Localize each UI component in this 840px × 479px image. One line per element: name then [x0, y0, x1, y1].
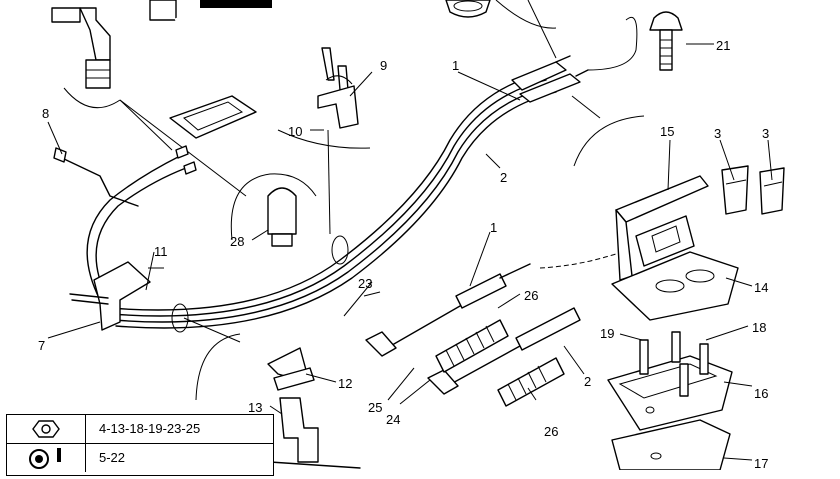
callout-25: 25 [368, 400, 382, 415]
clips-3 [721, 165, 785, 215]
callout-11: 11 [154, 244, 168, 259]
callout-8: 8 [42, 106, 49, 121]
fastener-legend: 4-13-18-19-23-25 5-22 [6, 414, 274, 476]
callout-1a: 1 [452, 58, 459, 73]
callout-12: 12 [338, 376, 352, 391]
callout-23: 23 [358, 276, 372, 291]
detail-arcs [63, 0, 645, 401]
callout-9: 9 [380, 58, 387, 73]
callout-24: 24 [386, 412, 400, 427]
cable-clamps [171, 235, 349, 333]
callout-26b: 26 [544, 424, 558, 439]
bolt-21 [649, 11, 683, 71]
legend-row1-text: 4-13-18-19-23-25 [99, 421, 201, 436]
callout-14: 14 [754, 280, 768, 295]
cap-28 [267, 187, 297, 247]
hex-nut-icon [7, 415, 86, 443]
legend-row2-text: 5-22 [99, 450, 126, 465]
callout-2b: 2 [584, 374, 591, 389]
washer-icon [7, 444, 86, 472]
callout-10: 10 [288, 124, 302, 139]
callout-labels: 1 1 2 2 3 3 7 8 9 10 11 12 13 14 15 16 1… [38, 38, 769, 470]
bracket-12 [267, 347, 361, 469]
callout-15: 15 [660, 124, 674, 139]
legend-row-washer: 5-22 [7, 444, 273, 472]
bracket-7 [69, 261, 151, 331]
elbow-fitting [51, 7, 111, 89]
control-knob [445, 0, 491, 18]
callout-3b: 3 [762, 126, 769, 141]
lower-cables [365, 251, 623, 395]
spring-26-lower [497, 357, 565, 407]
spring-26-upper [435, 319, 509, 373]
callout-19: 19 [600, 326, 614, 341]
callout-3a: 3 [714, 126, 721, 141]
callout-21: 21 [716, 38, 730, 53]
leader-lines [47, 43, 773, 461]
bracket-16 [607, 355, 733, 431]
studs [639, 331, 709, 397]
plate-14 [611, 251, 739, 321]
callout-13: 13 [248, 400, 262, 415]
callout-2a: 2 [500, 170, 507, 185]
clip-9 [317, 47, 359, 129]
left-cables [53, 145, 197, 301]
legend-row-nut: 4-13-18-19-23-25 [7, 415, 273, 444]
callout-17: 17 [754, 456, 768, 470]
mount-bracket-15 [615, 175, 709, 281]
callout-1b: 1 [490, 220, 497, 235]
base-17 [611, 419, 731, 470]
callout-16: 16 [754, 386, 768, 401]
control-cables [109, 55, 589, 329]
callout-26a: 26 [524, 288, 538, 303]
callout-7: 7 [38, 338, 45, 353]
callout-28: 28 [230, 234, 244, 249]
shift-lever-assembly [149, 0, 272, 139]
callout-18: 18 [752, 320, 766, 335]
